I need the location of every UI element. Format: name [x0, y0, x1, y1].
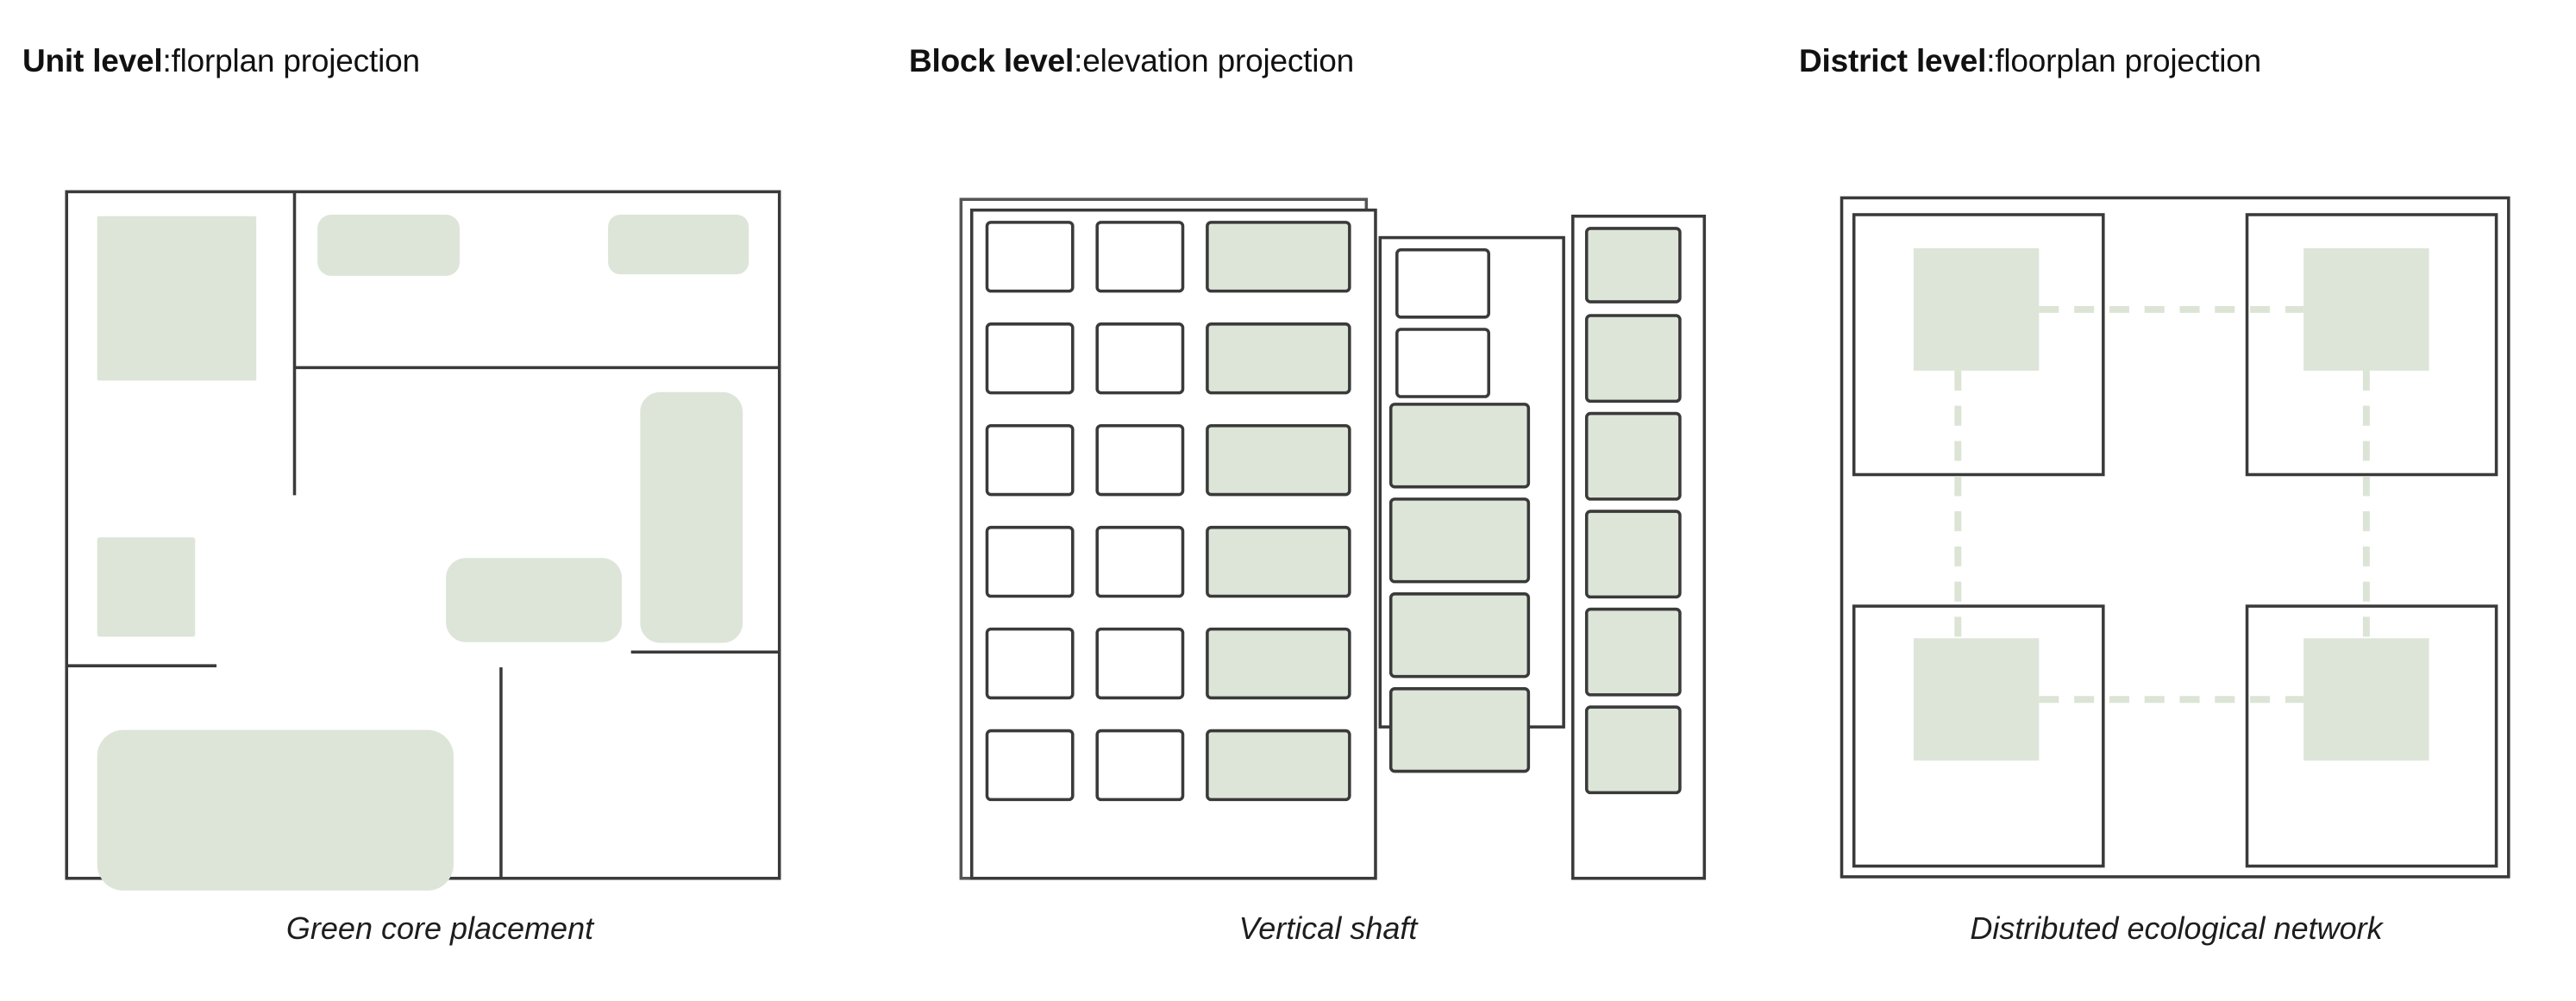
- panel-unit-title-light: :florplan projection: [162, 42, 421, 78]
- green-core-top-middle: [317, 214, 461, 276]
- tower-primary-unit-r2-c2: [1095, 322, 1185, 395]
- panel-district-figure: [1777, 86, 2576, 879]
- panel-block-level: Block level:elevation projection Vertica…: [880, 0, 1777, 1001]
- tower-primary-unit-r6-c3: [1206, 729, 1351, 802]
- panel-district-level: District level:floorplan projection Dist…: [1777, 0, 2576, 1001]
- panel-district-title-strong: District level: [1799, 42, 1987, 78]
- tower-tertiary-unit-1: [1584, 227, 1682, 303]
- panel-block-title-light: :elevation projection: [1074, 42, 1355, 78]
- tower-tertiary-unit-3: [1584, 411, 1682, 501]
- tower-primary-unit-r5-c1: [985, 627, 1075, 700]
- tower-secondary-unit-5: [1388, 592, 1531, 679]
- tower-secondary-unit-1: [1395, 248, 1491, 319]
- panel-block-caption: Vertical shaft: [1238, 910, 1418, 946]
- tower-secondary-unit-2: [1395, 328, 1491, 398]
- tower-primary-unit-r3-c2: [1095, 423, 1185, 497]
- panel-district-caption: Distributed ecological network: [1970, 910, 2383, 946]
- green-core-left-small: [97, 537, 196, 637]
- tower-primary-unit-r5-c2: [1095, 627, 1185, 700]
- panel-unit-caption: Green core placement: [285, 910, 594, 946]
- tower-primary-unit-r1-c2: [1095, 221, 1185, 293]
- panel-unit-level: Unit level:florplan projection Green cor…: [0, 0, 880, 1001]
- panel-unit-figure: [0, 86, 880, 891]
- district-frame-bottom-right: [2245, 604, 2498, 868]
- panel-unit-title: Unit level:florplan projection: [22, 42, 420, 80]
- panel-unit-title-strong: Unit level: [22, 42, 163, 78]
- tower-primary-unit-r4-c3: [1206, 525, 1351, 598]
- tower-primary-unit-r1-c1: [985, 221, 1075, 293]
- tower-primary-unit-r3-c3: [1206, 423, 1351, 497]
- panel-block-title-strong: Block level: [909, 42, 1075, 78]
- panel-block-title: Block level:elevation projection: [909, 42, 1354, 80]
- district-floorplan-svg: [1840, 196, 2510, 879]
- tower-primary-unit-r2-c1: [985, 322, 1075, 395]
- tower-primary-unit-r4-c1: [985, 525, 1075, 598]
- tower-primary-unit-r2-c3: [1206, 322, 1351, 395]
- green-core-large-top-left: [97, 216, 257, 381]
- block-elevation-svg: [959, 197, 1707, 880]
- unit-floorplan-svg: [65, 190, 781, 891]
- tower-primary-unit-r6-c2: [1095, 729, 1185, 802]
- district-frame-bottom-left: [1852, 604, 2105, 868]
- green-core-right-tall: [640, 391, 743, 643]
- green-core-center-right: [446, 558, 623, 642]
- tower-tertiary-unit-2: [1584, 314, 1682, 404]
- tower-secondary-unit-6: [1388, 687, 1531, 773]
- tower-primary-unit-r1-c3: [1206, 221, 1351, 293]
- panel-district-title-light: :floorplan projection: [1986, 42, 2261, 78]
- tower-primary-unit-r5-c3: [1206, 627, 1351, 700]
- tower-primary-unit-r3-c1: [985, 423, 1075, 497]
- panel-district-title: District level:floorplan projection: [1799, 42, 2261, 80]
- tower-tertiary-unit-6: [1584, 705, 1682, 795]
- tower-tertiary-unit-4: [1584, 510, 1682, 599]
- tower-primary-unit-r6-c1: [985, 729, 1075, 802]
- tower-secondary-unit-4: [1388, 497, 1531, 584]
- district-core-top-right: [2303, 248, 2429, 371]
- panel-block-figure: [880, 86, 1777, 880]
- green-core-top-right: [608, 214, 749, 275]
- district-frame-top-left: [1852, 213, 2105, 477]
- tower-secondary-unit-3: [1388, 403, 1531, 489]
- district-outer-frame: [1840, 196, 2510, 879]
- district-frame-top-right: [2245, 213, 2498, 477]
- district-core-top-left: [1913, 248, 2040, 371]
- tower-primary-unit-r4-c2: [1095, 525, 1185, 598]
- district-core-bottom-left: [1913, 638, 2040, 761]
- district-core-bottom-right: [2303, 638, 2429, 761]
- tower-tertiary-unit-5: [1584, 607, 1682, 697]
- green-core-bottom-large: [97, 729, 454, 891]
